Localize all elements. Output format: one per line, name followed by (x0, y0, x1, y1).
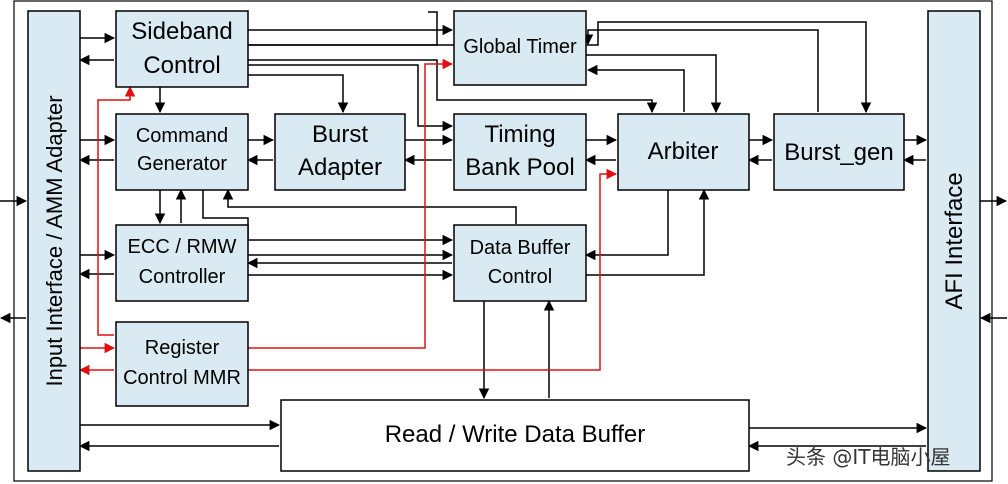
burst-adapter-block: Burst Adapter (274, 113, 406, 191)
ecc-rmw-controller-block: ECC / RMW Controller (115, 224, 249, 302)
outer-frame (13, 0, 993, 482)
command-generator-line1: Command (136, 125, 228, 147)
command-generator-line2: Generator (137, 153, 227, 175)
data-buffer-control-block: Data Buffer Control (453, 224, 587, 302)
command-generator-block: Command Generator (115, 113, 249, 191)
register-control-line2: Control MMR (123, 367, 241, 389)
sideband-control-line2: Control (143, 52, 220, 79)
read-write-data-buffer-block: Read / Write Data Buffer (280, 399, 750, 472)
timing-bank-pool-line2: Bank Pool (465, 154, 574, 181)
data-buffer-control-line1: Data Buffer (470, 237, 571, 259)
ecc-rmw-line1: ECC / RMW (128, 236, 237, 258)
arbiter-label: Arbiter (648, 138, 719, 165)
sideband-control-block: Sideband Control (115, 10, 249, 88)
watermark-text: 头条 @IT电脑小屋 (786, 445, 950, 469)
burst-gen-label: Burst_gen (784, 139, 893, 166)
timing-bank-pool-line1: Timing (484, 121, 555, 148)
burst-adapter-line2: Adapter (298, 154, 382, 181)
afi-interface-label: AFI Interface (941, 172, 968, 309)
register-control-line1: Register (145, 337, 220, 359)
data-buffer-control-line2: Control (488, 266, 552, 288)
input-interface-label: Input Interface / AMM Adapter (42, 95, 67, 386)
register-control-paths (78, 58, 618, 376)
input-interface-block: Input Interface / AMM Adapter (27, 10, 81, 472)
burst-adapter-line1: Burst (312, 121, 368, 148)
arbiter-block: Arbiter (617, 113, 750, 191)
sideband-control-line1: Sideband (131, 18, 232, 45)
register-control-mmr-block: Register Control MMR (115, 321, 249, 407)
black-connectors (0, 11, 1008, 452)
global-timer-label: Global Timer (463, 36, 577, 58)
global-timer-block: Global Timer (453, 10, 587, 86)
read-write-data-buffer-label: Read / Write Data Buffer (385, 421, 646, 448)
afi-interface-block: AFI Interface (927, 10, 981, 472)
timing-bank-pool-block: Timing Bank Pool (453, 113, 587, 191)
ecc-rmw-line2: Controller (139, 266, 226, 288)
burst-gen-block: Burst_gen (773, 113, 905, 191)
